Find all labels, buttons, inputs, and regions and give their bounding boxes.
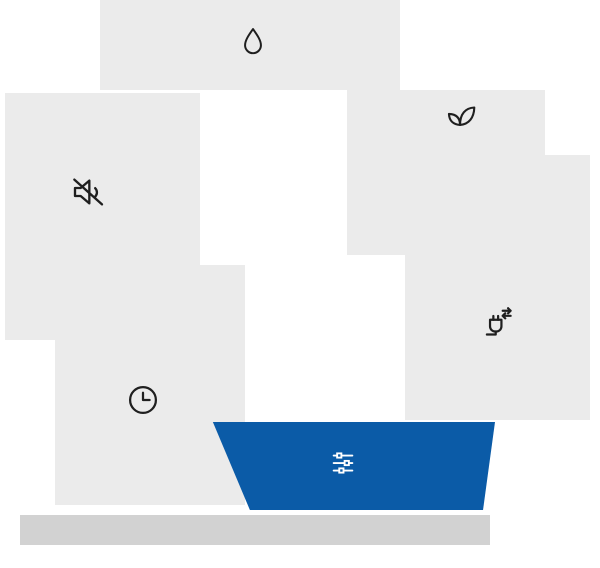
sliders-icon — [332, 452, 354, 474]
tile-water — [100, 0, 400, 90]
water-drop-icon — [244, 28, 262, 55]
tile-time — [55, 265, 245, 505]
plug-swap-icon — [485, 307, 512, 336]
speaker-mute-icon — [73, 178, 104, 206]
accent-trapezoid — [212, 422, 495, 510]
clock-icon — [128, 385, 158, 415]
leaf-icon — [447, 106, 476, 126]
bottom-bar — [20, 515, 490, 545]
tile-power — [405, 155, 590, 420]
